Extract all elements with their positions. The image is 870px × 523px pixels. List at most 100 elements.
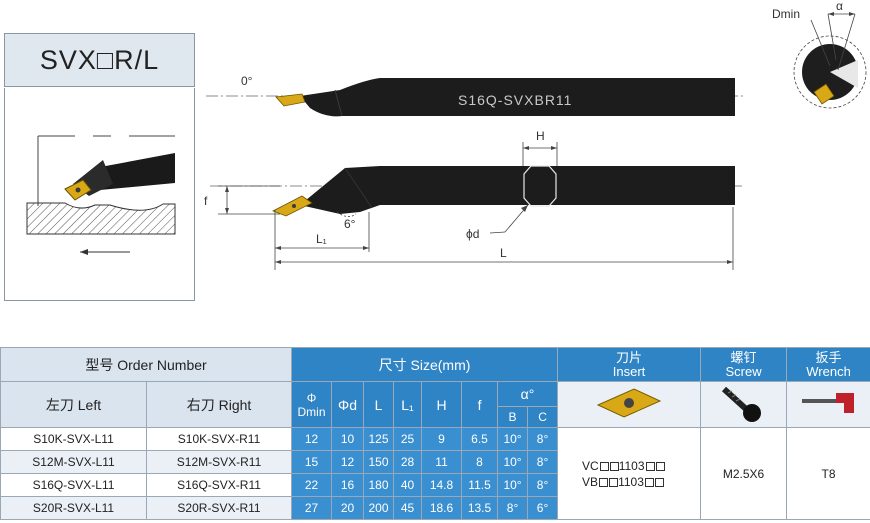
alpha-c-cell: 8° [527, 427, 559, 451]
alpha-c-cell: 8° [527, 450, 559, 474]
right-model-cell: S16Q-SVX-R11 [145, 473, 293, 497]
wrench-icon [801, 393, 854, 413]
insert-vb: VB [582, 474, 599, 489]
zero-degree-label: 0° [241, 74, 253, 88]
alpha-c-header: C [527, 406, 559, 428]
header-row-3: B C [1, 406, 870, 428]
dmin-cell: 27 [291, 496, 333, 520]
phid-cell: 20 [331, 496, 365, 520]
insert-code-cell: VC 1103 VB 1103 [557, 427, 702, 520]
dmin-cell: 12 [291, 427, 333, 451]
alpha-b-cell: 8° [497, 496, 529, 520]
h-column-header: H [421, 381, 463, 428]
f-dimension-label: f [204, 194, 208, 208]
l-cell: 125 [363, 427, 395, 451]
insert-vc: VC [582, 458, 599, 473]
insert-header-cn: 刀片 [616, 349, 643, 365]
insert-vb-line: VB 1103 [582, 474, 700, 490]
l-cell: 200 [363, 496, 395, 520]
alpha-column-header: α° [497, 381, 559, 407]
screw-header-cn: 螺钉 [730, 349, 757, 365]
h-cell: 18.6 [421, 496, 463, 520]
alpha-c-cell: 6° [527, 496, 559, 520]
table-row: S12M-SVX-L11 S12M-SVX-R11 15 12 150 28 1… [0, 450, 870, 474]
wrench-value-cell: T8 [786, 427, 870, 520]
wrench-header-cn: 扳手 [815, 349, 842, 365]
alpha-c-cell: 8° [527, 473, 559, 497]
f-cell: 6.5 [461, 427, 499, 451]
left-model-cell: S10K-SVX-L11 [0, 427, 147, 451]
screw-icon [721, 386, 761, 422]
series-title: SVX□R/L [4, 33, 195, 87]
phid-dimension-label: ϕd [466, 227, 479, 241]
right-model-cell: S10K-SVX-R11 [145, 427, 293, 451]
screw-header-en: Screw [725, 363, 762, 379]
left-model-cell: S20R-SVX-L11 [0, 496, 147, 520]
phid-cell: 12 [331, 450, 365, 474]
dmin-cell: 15 [291, 450, 333, 474]
insert-image-cell [557, 381, 702, 428]
phid-cell: 16 [331, 473, 365, 497]
l-dimension-label: L [500, 246, 507, 260]
order-number-header: 型号 Order Number [0, 347, 293, 382]
tool-technical-drawing: 0° S16Q-SVXBR11 H f 6° L₁ ϕd L Dmin α [204, 0, 867, 270]
insert-icon [596, 388, 662, 418]
alpha-b-cell: 10° [497, 427, 529, 451]
l1-cell: 25 [393, 427, 423, 451]
wrench-header-en: Wrench [806, 363, 851, 379]
wrench-image-cell [786, 381, 870, 428]
f-cell: 11.5 [461, 473, 499, 497]
alpha-b-cell: 10° [497, 473, 529, 497]
l1-dimension-label: L₁ [316, 232, 327, 246]
dmin-text: Dmin [297, 404, 326, 419]
l-cell: 180 [363, 473, 395, 497]
insert-vc-code: 1103 [618, 458, 645, 473]
six-degree-label: 6° [344, 217, 356, 231]
right-model-cell: S12M-SVX-R11 [145, 450, 293, 474]
h-cell: 14.8 [421, 473, 463, 497]
tool-engraving: S16Q-SVXBR11 [458, 92, 572, 108]
l1-cell: 40 [393, 473, 423, 497]
right-hand-header: 右刀 Right [145, 381, 293, 428]
h-dimension-label: H [536, 129, 545, 143]
dmin-phi: Φ [306, 390, 317, 405]
f-column-header: f [461, 381, 499, 428]
l-cell: 150 [363, 450, 395, 474]
left-model-cell: S16Q-SVX-L11 [0, 473, 147, 497]
insert-vc-line: VC 1103 [582, 458, 700, 474]
l1-column-header: L₁ [393, 381, 423, 428]
h-cell: 11 [421, 450, 463, 474]
table-row: S20R-SVX-L11 S20R-SVX-R11 27 20 200 45 1… [0, 496, 870, 520]
alpha-b-header: B [497, 406, 529, 428]
screw-image-cell [700, 381, 788, 428]
left-hand-header: 左刀 Left [0, 381, 147, 428]
table-row: S16Q-SVX-L11 S16Q-SVX-R11 22 16 180 40 1… [0, 473, 870, 497]
dmin-detail-label: Dmin [772, 7, 800, 21]
alpha-b-cell: 10° [497, 450, 529, 474]
insert-vb-code: 1103 [618, 474, 644, 489]
insert-header-en: Insert [612, 363, 646, 379]
series-title-text: SVX□R/L [39, 44, 160, 75]
dmin-cell: 22 [291, 473, 333, 497]
size-header: 尺寸 Size(mm) [291, 347, 559, 382]
phid-column-header: Φd [331, 381, 365, 428]
alpha-detail-label: α [836, 0, 843, 13]
boring-schematic-panel [4, 88, 195, 301]
table-row: S10K-SVX-L11 S10K-SVX-R11 12 10 125 25 9… [0, 427, 870, 520]
phid-cell: 10 [331, 427, 365, 451]
l1-cell: 28 [393, 450, 423, 474]
screw-value-cell: M2.5X6 [700, 427, 788, 520]
l-column-header: L [363, 381, 395, 428]
f-cell: 8 [461, 450, 499, 474]
left-model-cell: S12M-SVX-L11 [0, 450, 147, 474]
h-cell: 9 [421, 427, 463, 451]
boring-schematic [26, 135, 176, 255]
l1-cell: 45 [393, 496, 423, 520]
